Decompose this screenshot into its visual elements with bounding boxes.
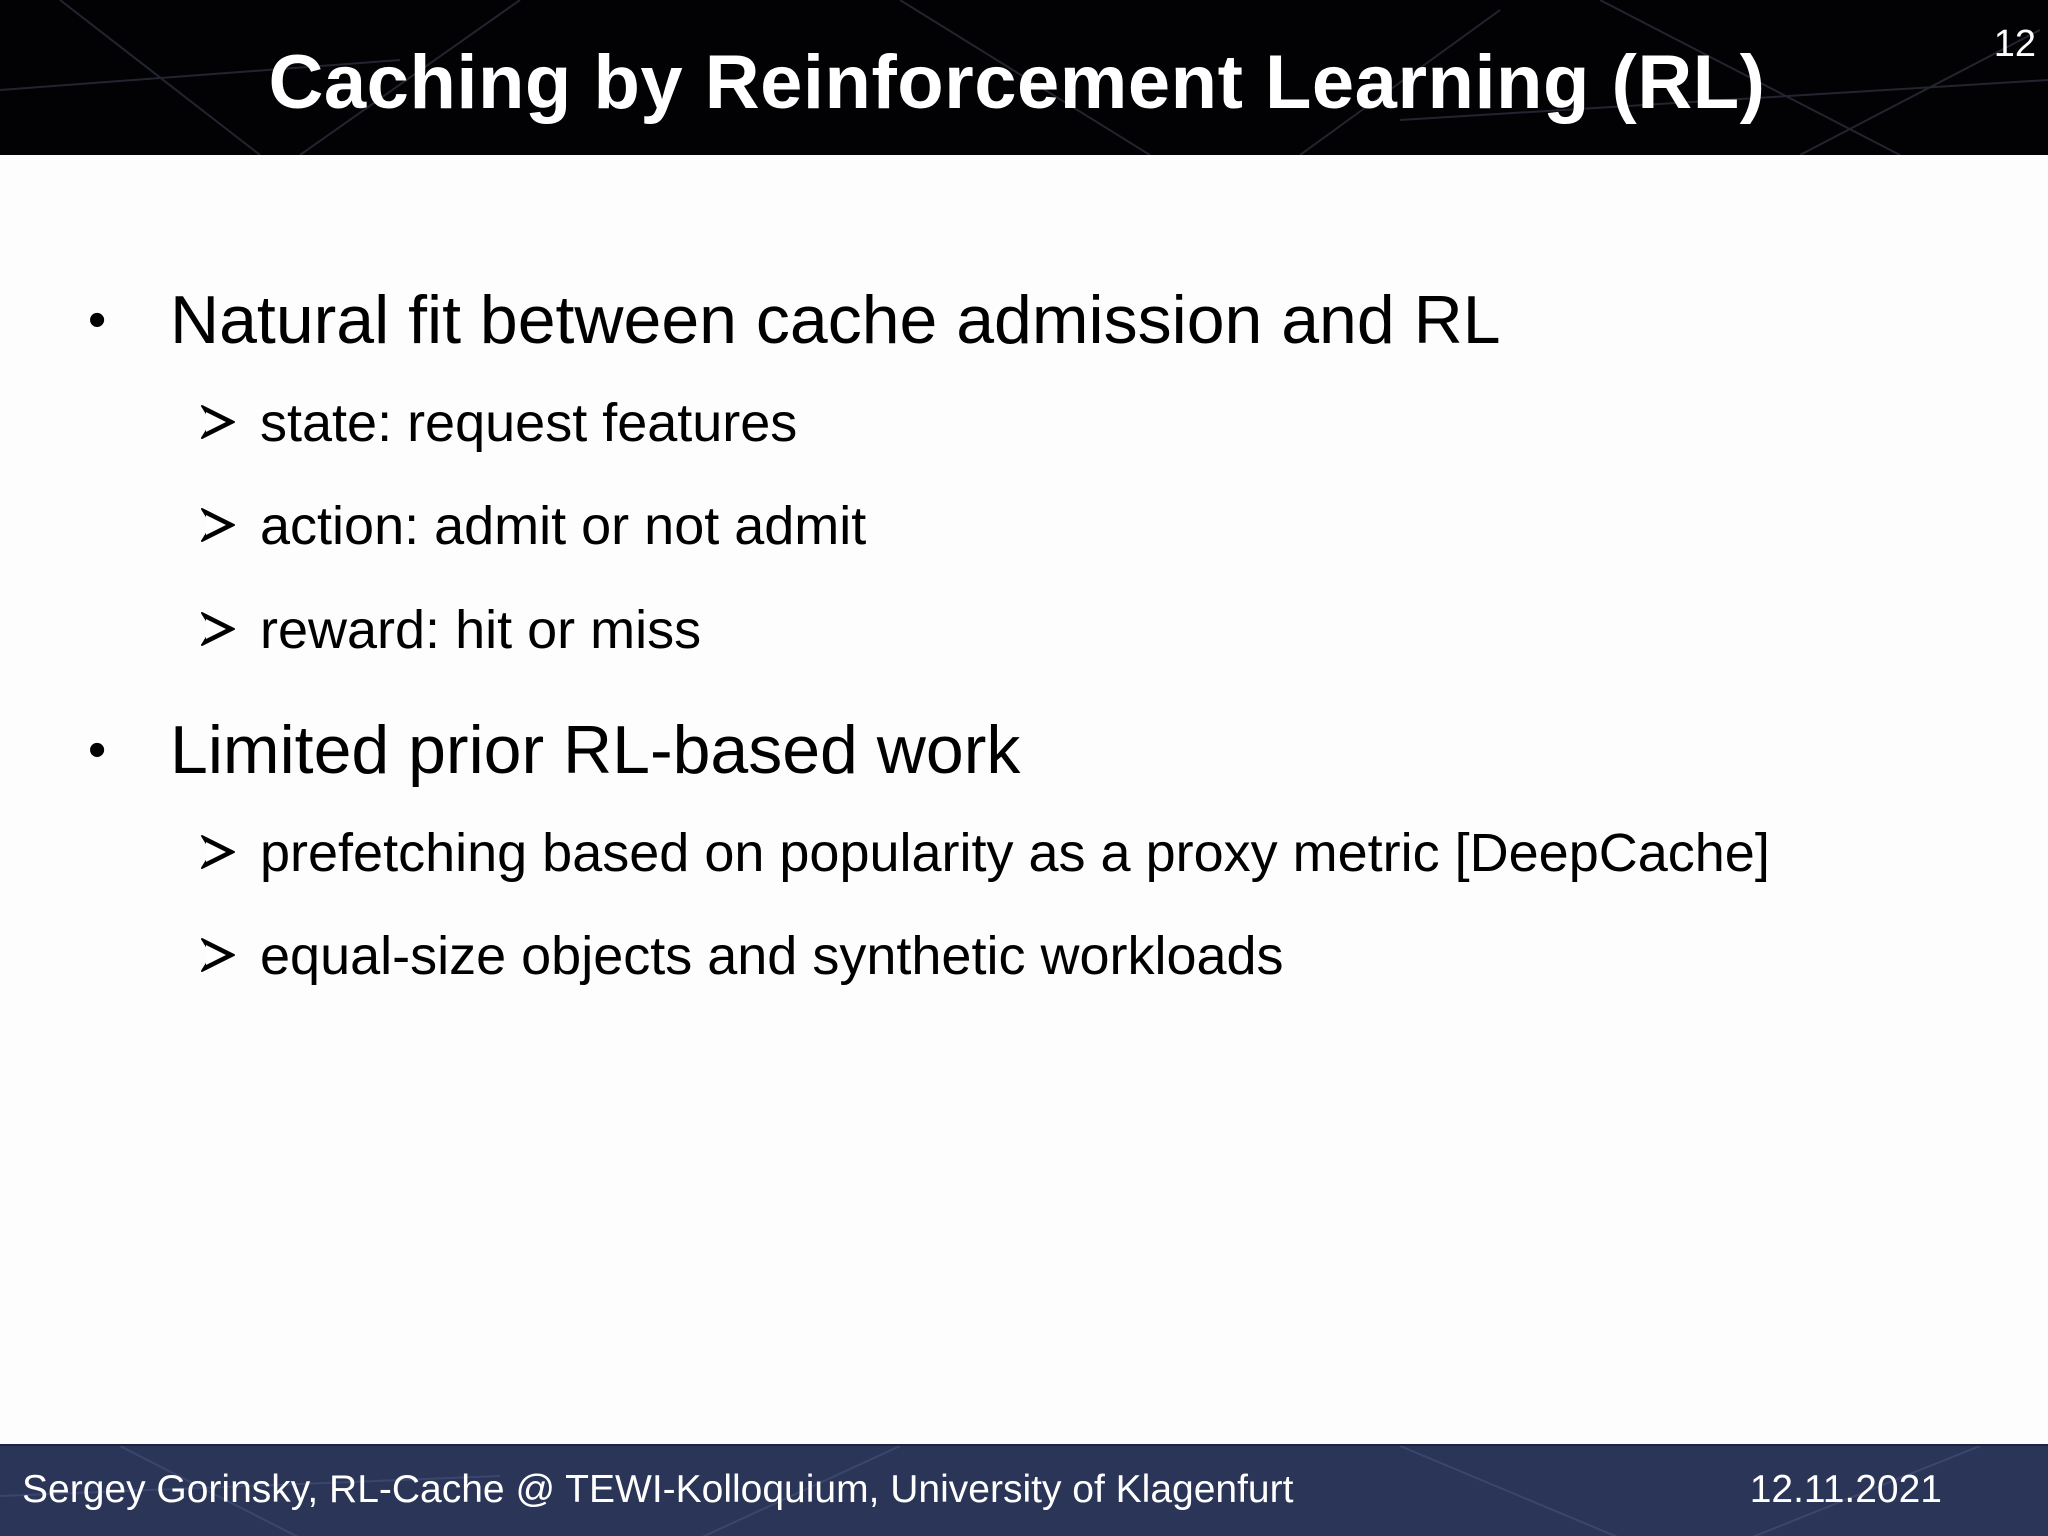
sub-item: reward: hit or miss	[0, 595, 2048, 665]
slide-footer: Sergey Gorinsky, RL-Cache @ TEWI-Kolloqu…	[0, 1444, 2048, 1536]
bullet-item: • Natural fit between cache admission an…	[0, 275, 2048, 365]
slide-number: 12	[1993, 23, 2036, 65]
sub-item-text: action: admit or not admit	[260, 496, 867, 556]
slide-header: Caching by Reinforcement Learning (RL) 1…	[0, 0, 2048, 155]
sub-item-text: state: request features	[260, 393, 798, 453]
bullet-text: Natural fit between cache admission and …	[170, 282, 1501, 358]
arrowhead-icon	[201, 835, 235, 869]
sub-item-text: reward: hit or miss	[260, 600, 702, 660]
sub-item: action: admit or not admit	[0, 491, 2048, 561]
bullet-dot: •	[88, 291, 107, 349]
bullet-text: Limited prior RL-based work	[170, 712, 1021, 788]
arrowhead-icon	[201, 938, 235, 972]
bullet-item: • Limited prior RL-based work	[0, 705, 2048, 795]
bullet-dot: •	[88, 721, 107, 779]
arrowhead-icon	[201, 612, 235, 646]
footer-author-event: Sergey Gorinsky, RL-Cache @ TEWI-Kolloqu…	[22, 1468, 1294, 1511]
sub-item: state: request features	[0, 388, 2048, 458]
sub-item-text: prefetching based on popularity as a pro…	[260, 823, 1770, 883]
sub-item: prefetching based on popularity as a pro…	[0, 818, 2048, 888]
sub-item: equal-size objects and synthetic workloa…	[0, 921, 2048, 991]
slide-body: • Natural fit between cache admission an…	[0, 155, 2048, 1445]
arrowhead-icon	[201, 405, 235, 439]
header-background-pattern	[0, 0, 2048, 155]
slide-title: Caching by Reinforcement Learning (RL)	[268, 40, 1766, 125]
footer-date: 12.11.2021	[1749, 1468, 1942, 1511]
arrowhead-icon	[201, 508, 235, 542]
sub-item-text: equal-size objects and synthetic workloa…	[260, 926, 1284, 986]
footer-background-pattern	[0, 1446, 1981, 1536]
